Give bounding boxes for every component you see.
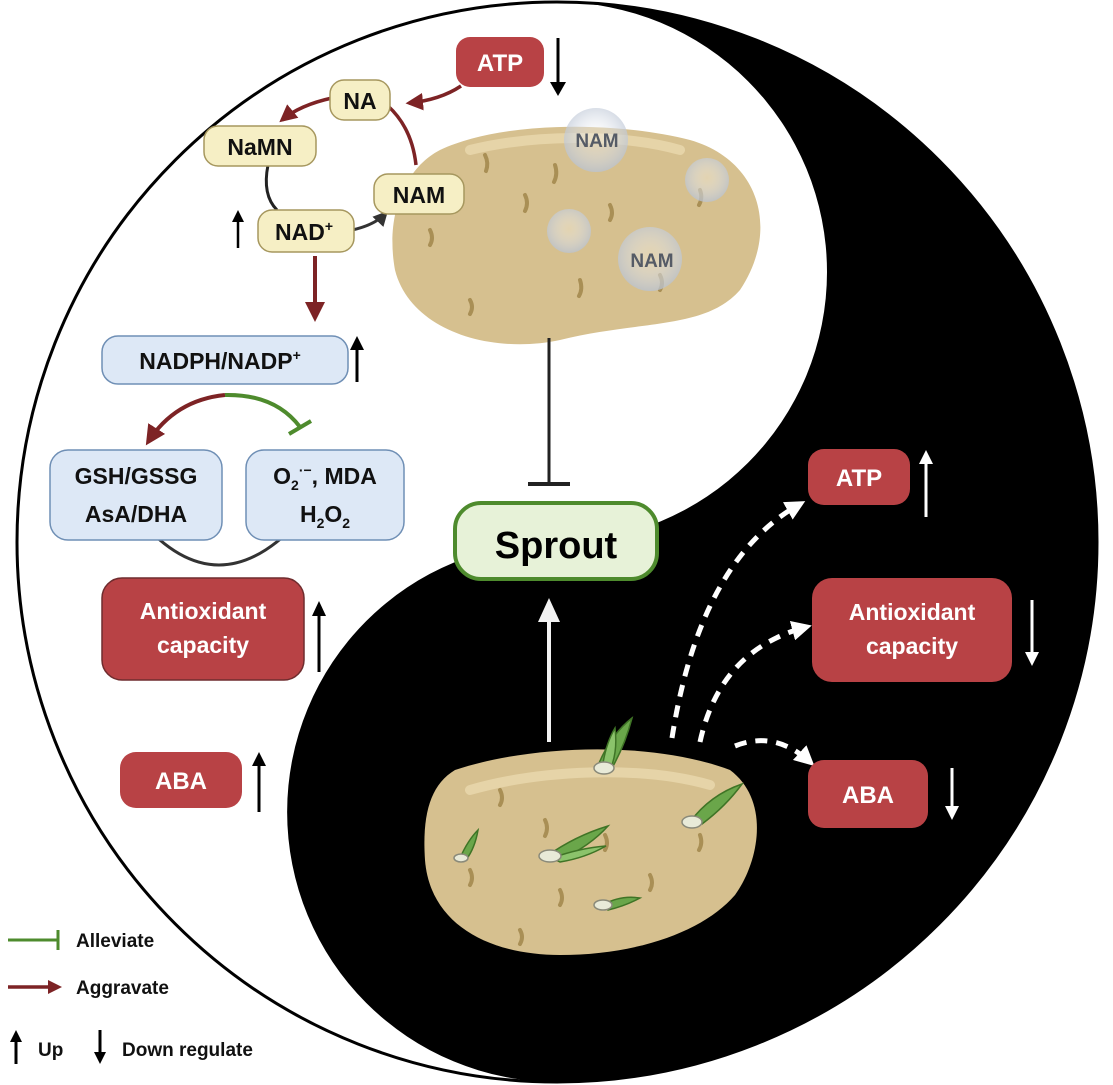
legend-down-label: Down regulate [122,1040,253,1061]
yin-yang-outline [15,0,1099,1084]
asa-label: AsA/DHA [85,501,187,527]
alleviate-line [224,392,302,429]
sprout-box [453,501,659,581]
legend-alleviate-label: Alleviate [76,931,154,952]
atp-label-bottom: ATP [836,465,882,492]
inhibit-arrow [528,338,570,486]
atp-box-bottom [808,449,910,505]
namn-node [203,125,317,167]
aba-label-top: ABA [155,768,207,795]
aba-box-top [120,752,242,808]
nam-bubble-label: NAM [630,251,673,272]
nam-label: NAM [393,182,445,208]
aggravate-arrow [145,393,226,446]
down-arrow-icon [1025,600,1039,666]
promote-arrow [538,598,560,742]
namn-to-nad-line [264,164,279,212]
na-to-namn-arrow [279,96,333,123]
ros-label: O2·−, MDA [273,462,377,493]
na-node [329,79,391,121]
down-arrow-icon [945,768,959,820]
legend-alleviate-icon [8,930,60,950]
atp-label-top: ATP [477,50,523,77]
nam-bubble-small [547,209,591,253]
legend-down-icon [94,1030,106,1064]
alleviate-bar [287,419,313,436]
legend-up-label: Up [38,1040,63,1061]
dashed-arrow-atp [669,501,806,739]
nadph-label: NADPH/NADP+ [139,347,301,374]
nad-label: NAD+ [275,218,333,245]
gsh-box [49,449,223,541]
antioxidant-label-top-2: capacity [157,632,249,658]
legend-aggravate-label: Aggravate [76,978,169,999]
namn-label: NaMN [227,134,292,160]
down-arrow-icon [550,38,566,96]
gsh-label: GSH/GSSG [75,463,198,489]
nadph-box [101,335,349,385]
up-arrow-icon [312,601,326,672]
aba-box-bottom [808,760,928,828]
up-arrow-icon [252,752,266,812]
nad-node [257,209,355,253]
antioxidant-box-top [101,577,305,681]
legend-aggravate-icon [8,980,62,994]
sprout-shoots [453,716,745,911]
ros-box [245,449,405,541]
atp-to-na-arrow [405,84,462,111]
nam-node [373,173,465,215]
up-arrow-icon [350,336,364,382]
nad-to-nam-arrow [351,210,389,232]
nam-bubble-small [685,158,729,202]
h2o2-label: H2O2 [300,501,350,531]
dashed-arrow-aba [734,738,815,767]
up-arrow-icon [919,450,933,517]
na-label: NA [343,88,376,114]
nam-bubble [618,227,682,291]
legend: Alleviate Aggravate Up Down regulate [8,930,253,1064]
aba-label-bottom: ABA [842,782,894,809]
legend-up-icon [10,1030,22,1064]
dashed-arrow-antioxidant [697,620,812,743]
nam-bubble [564,108,628,172]
nam-bubble-label: NAM [575,131,618,152]
atp-box-top [456,37,544,87]
antioxidant-label-bottom: Antioxidant [849,599,976,625]
nam-to-na-line [386,104,418,166]
antioxidant-box-bottom [812,578,1012,682]
up-arrow-icon [232,210,244,248]
antioxidant-label-top: Antioxidant [140,598,267,624]
sprout-label: Sprout [495,525,618,567]
antioxidant-label-bottom-2: capacity [866,633,958,659]
